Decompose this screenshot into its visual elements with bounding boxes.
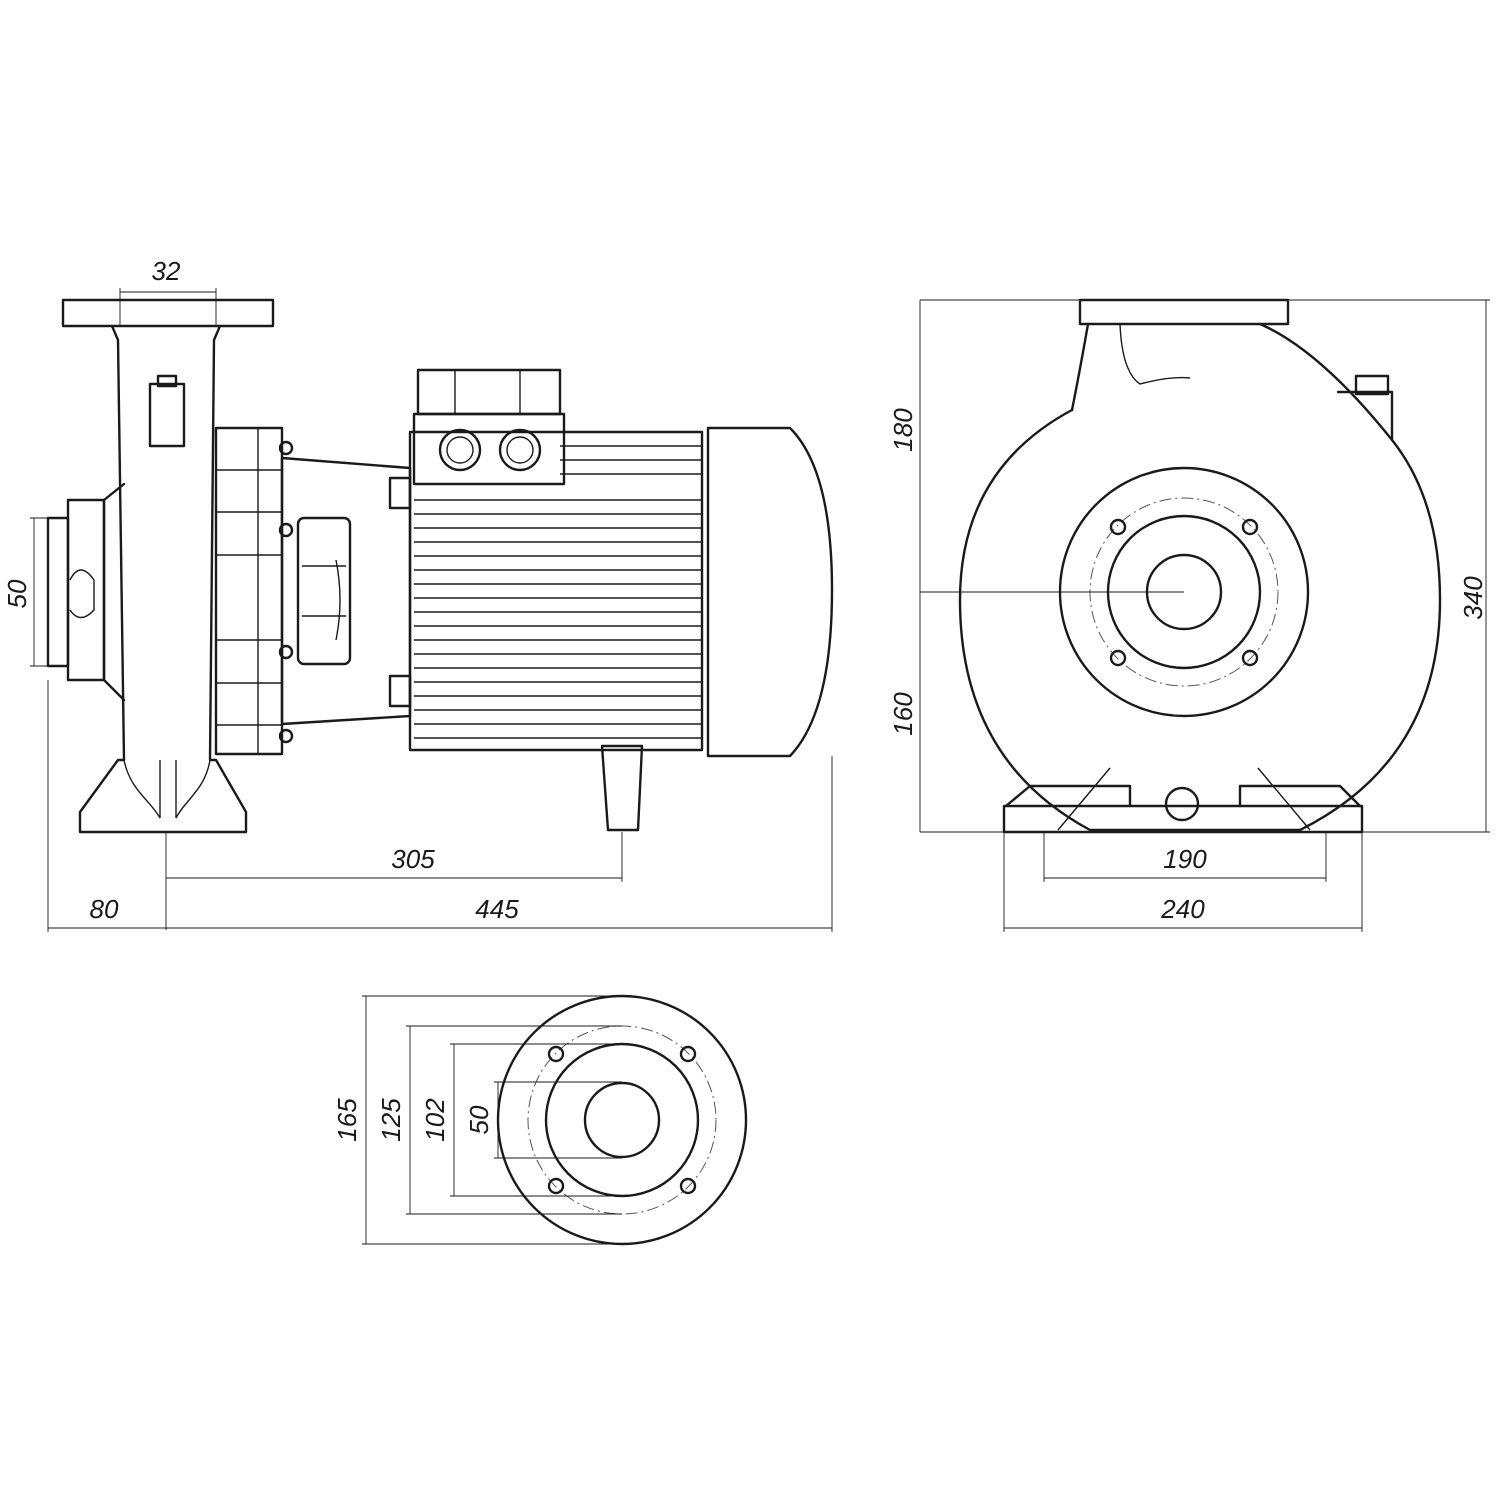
dim-flange-bore: 50 <box>464 1105 494 1134</box>
inlet-flange <box>46 516 70 668</box>
dim-raised-face: 102 <box>420 1098 450 1142</box>
terminal-box-lid <box>416 368 562 416</box>
front-outlet-flange <box>1078 298 1290 326</box>
dim-inlet-bore: 50 <box>2 579 32 608</box>
flange-raised-face <box>544 1042 700 1198</box>
dim-upper-height: 180 <box>888 408 918 452</box>
dim-lower-height: 160 <box>888 692 918 736</box>
front-view-dimensions: 180 160 340 190 240 <box>888 299 1490 932</box>
flange-view <box>496 994 748 1246</box>
terminal-box <box>412 412 566 486</box>
dim-overall-length: 445 <box>475 894 519 924</box>
dim-inlet-offset: 80 <box>90 894 119 924</box>
flange-bolt-circle <box>527 1025 717 1215</box>
dim-overall-height: 340 <box>1458 576 1488 620</box>
front-view <box>920 298 1442 834</box>
flange-view-dimensions: 165 125 102 50 <box>332 995 622 1245</box>
volute-casing <box>78 324 248 834</box>
side-view <box>46 298 834 834</box>
motor-foot <box>600 744 644 832</box>
motor-body <box>408 430 704 752</box>
cable-gland-right <box>498 428 542 472</box>
cooling-fins <box>414 445 702 739</box>
dim-bolt-circle: 125 <box>376 1098 406 1142</box>
cable-gland-left <box>438 428 482 472</box>
flange-outer <box>496 994 748 1246</box>
dim-outlet-bore: 32 <box>152 256 181 286</box>
bearing-bracket <box>214 426 284 756</box>
outlet-flange <box>61 298 275 328</box>
side-view-dimensions: 32 50 305 80 445 <box>2 256 833 932</box>
flange-bore <box>583 1081 661 1159</box>
dim-foot-bolt-spacing: 190 <box>1163 844 1207 874</box>
drain-hole <box>1164 786 1200 822</box>
dim-flange-outer: 165 <box>332 1098 362 1142</box>
drain-plug <box>148 382 186 448</box>
dim-foot-width: 240 <box>1160 894 1205 924</box>
fan-cover <box>706 426 834 758</box>
coupling-window <box>296 516 352 666</box>
dim-foot-to-motor-foot: 305 <box>391 844 435 874</box>
volute-body <box>958 408 1442 832</box>
